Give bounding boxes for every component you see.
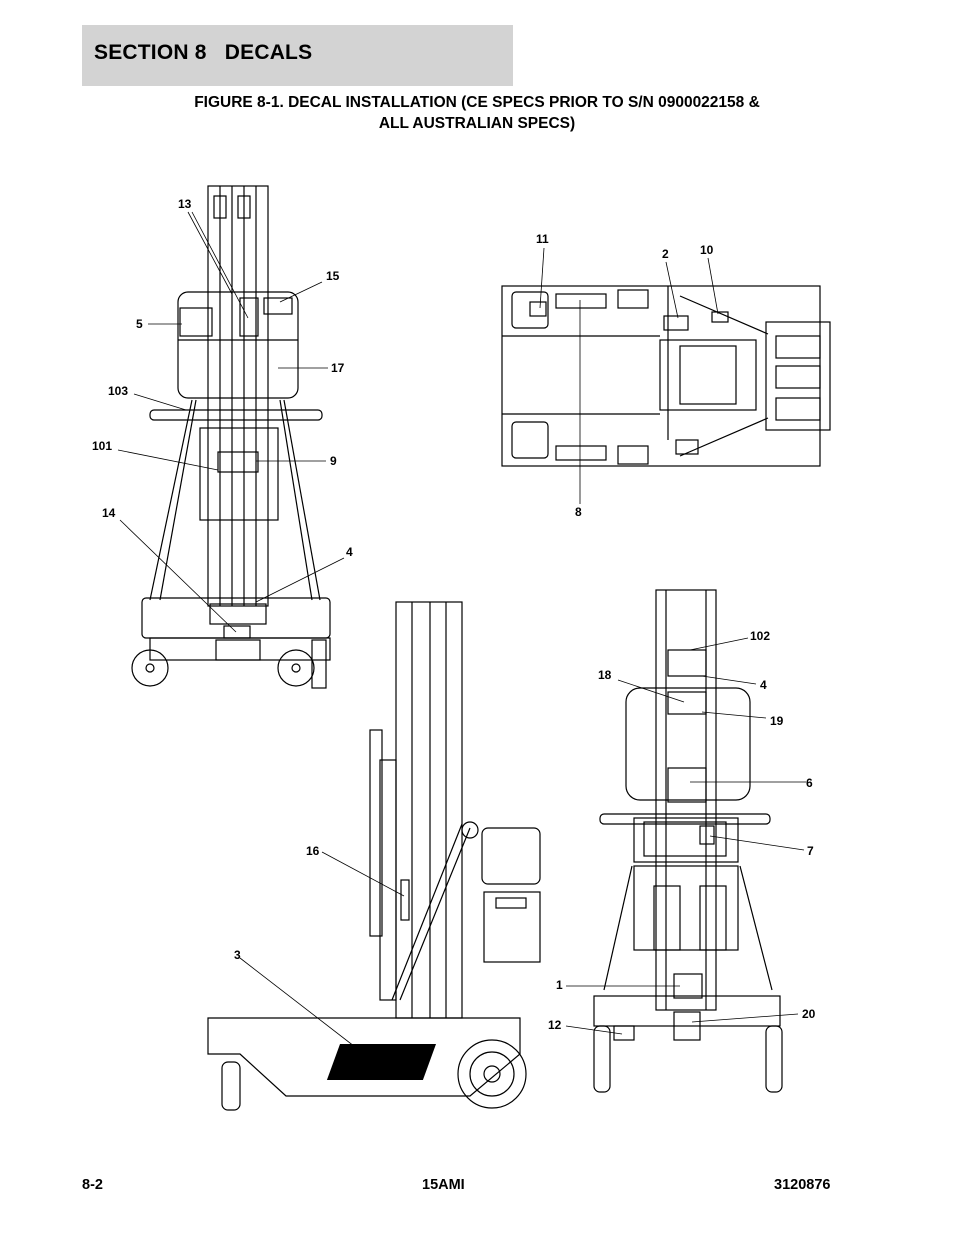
callout-3: 3 xyxy=(234,948,241,962)
decal-16 xyxy=(400,879,410,921)
callout-18: 18 xyxy=(598,668,612,682)
decal-11 xyxy=(529,301,547,317)
callout-16: 16 xyxy=(306,844,320,858)
callout-8: 8 xyxy=(575,505,582,519)
section-header-bar: SECTION 8 DECALS xyxy=(82,25,513,86)
callout-4-rear: 4 xyxy=(760,678,767,692)
callout-1: 1 xyxy=(556,978,563,992)
decal-6 xyxy=(667,767,707,803)
decal-9 xyxy=(217,451,259,473)
figure-caption-line-2: ALL AUSTRALIAN SPECS) xyxy=(378,115,576,132)
callout-20: 20 xyxy=(802,1007,816,1021)
section-title: SECTION 8 DECALS xyxy=(94,41,313,64)
callout-6: 6 xyxy=(806,776,813,790)
callout-10: 10 xyxy=(700,243,714,257)
callout-19: 19 xyxy=(770,714,784,728)
callout-11: 11 xyxy=(536,232,549,246)
decal-14 xyxy=(223,625,251,639)
callout-102: 102 xyxy=(750,629,770,643)
callout-4: 4 xyxy=(346,545,353,559)
footer-page-number: 8-2 xyxy=(82,1177,103,1193)
side-view xyxy=(207,601,541,1111)
leader-lines xyxy=(117,211,806,1061)
callout-5: 5 xyxy=(136,317,143,331)
figure-caption-line-1: FIGURE 8-1. DECAL INSTALLATION (CE SPECS… xyxy=(194,94,760,111)
decal-5 xyxy=(179,307,213,337)
callout-14: 14 xyxy=(102,506,116,520)
callout-12: 12 xyxy=(548,1018,562,1032)
decal-18 xyxy=(667,691,707,715)
decal-8 xyxy=(555,293,607,309)
callout-103: 103 xyxy=(108,384,128,398)
top-view xyxy=(501,285,831,467)
rear-view xyxy=(593,589,783,1093)
decal-3 xyxy=(326,1044,437,1080)
footer-model: 15AMI xyxy=(422,1177,465,1193)
callout-101: 101 xyxy=(92,439,112,453)
decal-7 xyxy=(699,825,715,845)
callout-9: 9 xyxy=(330,454,337,468)
decal-15 xyxy=(263,297,293,315)
decal-2 xyxy=(663,315,689,331)
decal-20 xyxy=(673,1011,701,1041)
callout-2: 2 xyxy=(662,247,669,261)
decal-13 xyxy=(239,297,259,337)
callout-17: 17 xyxy=(331,361,345,375)
figure-caption: FIGURE 8-1. DECAL INSTALLATION (CE SPECS… xyxy=(82,92,872,134)
decal-102 xyxy=(667,649,707,677)
callout-13: 13 xyxy=(178,197,192,211)
footer-doc-number: 3120876 xyxy=(774,1177,831,1193)
callout-7: 7 xyxy=(807,844,814,858)
callout-labels: 13 15 5 17 103 101 9 14 4 11 2 10 8 102 … xyxy=(92,197,816,1032)
callout-15: 15 xyxy=(326,269,340,283)
front-view xyxy=(131,185,331,689)
